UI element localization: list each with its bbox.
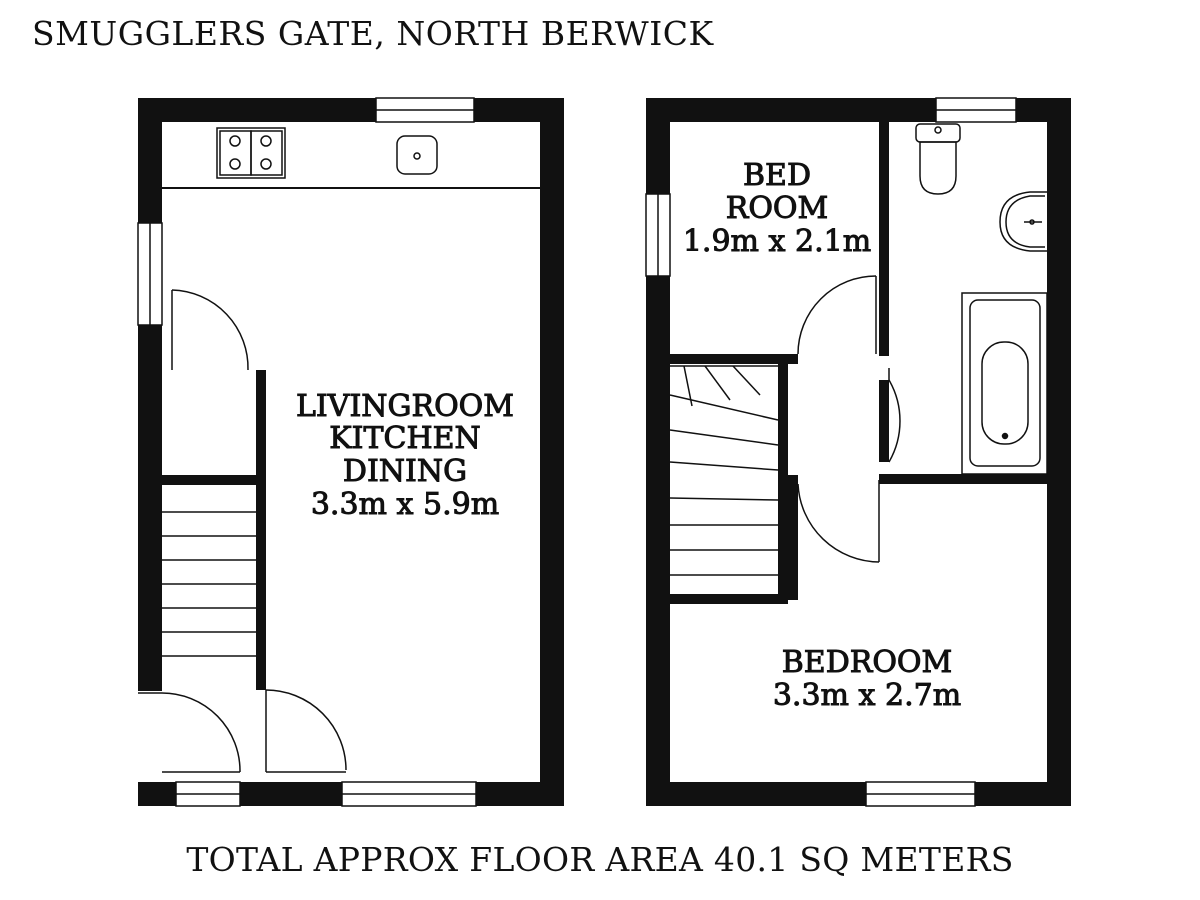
wall [240, 782, 342, 806]
wall [788, 475, 798, 600]
wall [670, 354, 798, 364]
wall [540, 98, 564, 806]
wall [975, 782, 1071, 806]
ground-floor: LIVINGROOM KITCHEN DINING 3.3m x 5.9m [137, 97, 564, 807]
wall [879, 380, 889, 462]
wall [138, 98, 162, 223]
living-room-label: LIVINGROOM [296, 389, 514, 424]
wall [646, 98, 670, 194]
door [265, 689, 347, 773]
door [797, 275, 877, 355]
wall [879, 120, 889, 356]
total-floor-area: TOTAL APPROX FLOOR AREA 40.1 SQ METERS [186, 840, 1014, 879]
kitchen-label: KITCHEN [329, 421, 481, 456]
wall [138, 782, 176, 806]
sink-icon [396, 135, 438, 175]
window [935, 97, 1017, 123]
window [375, 97, 475, 123]
wall [646, 98, 936, 122]
wall [138, 325, 162, 691]
dining-label: DINING [343, 454, 467, 489]
small-bedroom-label-2: ROOM [726, 191, 829, 226]
plan-title: SMUGGLERS GATE, NORTH BERWICK [32, 14, 714, 53]
window [865, 781, 976, 807]
wall [879, 474, 1049, 484]
basin-icon [999, 191, 1047, 252]
staircase [162, 511, 256, 657]
window [645, 193, 671, 277]
wall [646, 276, 670, 806]
wall [1047, 98, 1071, 806]
wall [646, 782, 866, 806]
bedroom-size: 3.3m x 2.7m [773, 678, 961, 713]
wall [162, 475, 266, 485]
bath-icon [961, 292, 1048, 475]
wall [138, 98, 376, 122]
small-bedroom-size: 1.9m x 2.1m [683, 224, 871, 259]
wall [670, 594, 788, 604]
door [138, 692, 241, 773]
door [797, 480, 880, 563]
living-room-size: 3.3m x 5.9m [311, 487, 499, 522]
door [888, 368, 901, 463]
wall [476, 782, 564, 806]
window [175, 781, 241, 807]
bedroom-label: BEDROOM [782, 645, 953, 680]
hob-icon [216, 127, 286, 179]
staircase [669, 365, 779, 576]
door [171, 289, 249, 371]
small-bedroom-label: BED [743, 158, 811, 193]
window [137, 222, 163, 326]
wall [256, 370, 266, 690]
first-floor: BED ROOM 1.9m x 2.1m BEDROOM 3.3m x 2.7m [645, 97, 1071, 807]
toilet-icon [915, 123, 961, 195]
window [341, 781, 477, 807]
